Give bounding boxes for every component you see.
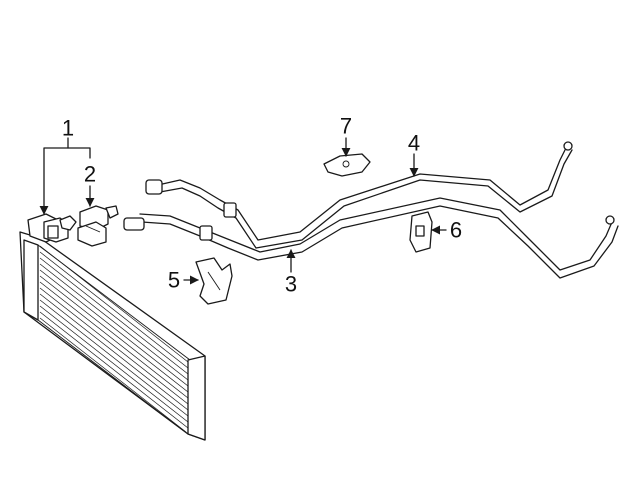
- callout-5: 5: [168, 268, 180, 293]
- callout-2: 2: [84, 162, 96, 187]
- callout-1: 1: [62, 116, 74, 141]
- callout-6: 6: [450, 218, 462, 243]
- callout-4: 4: [408, 131, 420, 156]
- part-5-bracket: [195, 257, 233, 305]
- part-7-clip: [323, 153, 371, 177]
- cooler-fins: [39, 245, 189, 433]
- oil-cooler: [19, 231, 206, 441]
- callout-leaders: [39, 137, 447, 285]
- callout-3: 3: [285, 272, 297, 297]
- hose-fittings: [123, 141, 615, 241]
- part-1-fitting: [27, 213, 77, 243]
- callout-labels: 1 2 3 4 5 6 7: [62, 114, 462, 297]
- part-2-connector: [77, 205, 119, 247]
- part-6-bracket: [409, 211, 433, 253]
- callout-7: 7: [340, 114, 352, 139]
